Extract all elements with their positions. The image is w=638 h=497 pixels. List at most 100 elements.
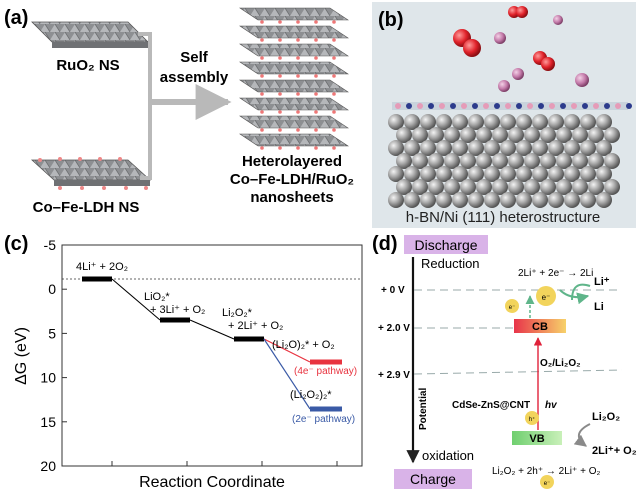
hbn-atom (582, 103, 588, 109)
o2-li2o2-label: O₂/Li₂O₂ (540, 358, 581, 369)
hbn-atom (472, 103, 478, 109)
stack-atom (332, 146, 336, 150)
ni-atom (540, 153, 556, 169)
hbn-atom (439, 103, 445, 109)
ni-atom (404, 192, 420, 208)
connector-1-2 (111, 278, 161, 321)
y-tick-label-0: -5 (44, 237, 57, 253)
stack-atom (314, 56, 318, 60)
stack-atom (314, 110, 318, 114)
self-label: Self (180, 49, 209, 66)
ni-atom (492, 153, 508, 169)
stack-atom (332, 74, 336, 78)
ni-atom (540, 127, 556, 143)
hbn-layer (392, 102, 632, 110)
ni-atom (548, 192, 564, 208)
panel-a: (a) RuO₂ NS Co–Fe-LDH NS Self assembly (4, 7, 354, 216)
ni-atom (436, 114, 452, 130)
ni-atom (548, 140, 564, 156)
ni-atom (516, 166, 532, 182)
stack-atom (332, 38, 336, 42)
ni-atom (604, 179, 620, 195)
y-axis-label: ΔG (eV) (13, 327, 30, 385)
stack-atom (314, 74, 318, 78)
ni-atom (484, 192, 500, 208)
ni-atom (516, 192, 532, 208)
ni-atom (476, 127, 492, 143)
y-tick-label-5: 20 (40, 458, 56, 474)
v29-label: + 2.9 V (378, 370, 410, 381)
stack-atom (314, 20, 318, 24)
ni-atom (508, 127, 524, 143)
ni-atom (596, 166, 612, 182)
v29-line (413, 369, 623, 375)
product-line-2: Co–Fe-LDH/RuO₂ (230, 171, 354, 188)
hbn-atom (450, 103, 456, 109)
ni-atom (524, 179, 540, 195)
y-tick-label-4: 15 (40, 414, 56, 430)
connector-2e (263, 338, 311, 410)
ni-atom (572, 127, 588, 143)
ni-atom (396, 127, 412, 143)
stack-atom (260, 38, 264, 42)
electron-cb-icon (505, 299, 519, 313)
x-axis-label: Reaction Coordinate (139, 474, 285, 491)
ni-atom (596, 192, 612, 208)
ni-atom (452, 192, 468, 208)
ldh-label: Co–Fe-LDH NS (33, 199, 140, 216)
ni-atom (452, 114, 468, 130)
level-2-label-b: + 3Li⁺ + O₂ (150, 304, 205, 316)
stack-atom (278, 38, 282, 42)
ni-atom (596, 140, 612, 156)
hbn-atom (593, 103, 599, 109)
stack-atom (332, 92, 336, 96)
ruo2-nanosheet (31, 21, 149, 48)
stack-atom (278, 146, 282, 150)
ni-atom (404, 114, 420, 130)
material-label: CdSe-ZnS@CNT (452, 400, 530, 411)
hbn-atom (461, 103, 467, 109)
ni-atom (532, 192, 548, 208)
hbn-atom (516, 103, 522, 109)
ni-atom (460, 153, 476, 169)
ni-atom (588, 153, 604, 169)
y-tick-label-3: 10 (40, 370, 56, 386)
ni-atom (548, 114, 564, 130)
stack-atom (332, 20, 336, 24)
ni-atom (556, 153, 572, 169)
ni-atom (468, 140, 484, 156)
stack-atom (296, 128, 300, 132)
ni-atom (516, 140, 532, 156)
hbn-atom (428, 103, 434, 109)
stack-atom (260, 74, 264, 78)
vb-band (512, 431, 562, 445)
ni-atom (420, 114, 436, 130)
ni-atom (532, 166, 548, 182)
stack-atom (296, 92, 300, 96)
stack-atom (314, 146, 318, 150)
hbn-atom (527, 103, 533, 109)
stack-atom (296, 146, 300, 150)
stack-atom (296, 74, 300, 78)
product-line-3: nanosheets (250, 189, 333, 206)
stack-atom (314, 128, 318, 132)
ni-atom (564, 166, 580, 182)
stack-atom (278, 128, 282, 132)
level-3-label-a: Li₂O₂* (222, 307, 253, 319)
reduction-label: Reduction (421, 256, 480, 271)
cb-label: CB (532, 321, 548, 333)
panel-c-label: (c) (4, 233, 28, 255)
ni-atom (508, 153, 524, 169)
hbn-atom (549, 103, 555, 109)
ni-atom (412, 127, 428, 143)
ni-atom (396, 153, 412, 169)
ni-atom (420, 140, 436, 156)
ni-atom (412, 153, 428, 169)
ni-atom (428, 179, 444, 195)
hbn-atom (483, 103, 489, 109)
plot-frame (61, 244, 363, 467)
level-1-label: 4Li⁺ + 2O₂ (76, 261, 128, 273)
